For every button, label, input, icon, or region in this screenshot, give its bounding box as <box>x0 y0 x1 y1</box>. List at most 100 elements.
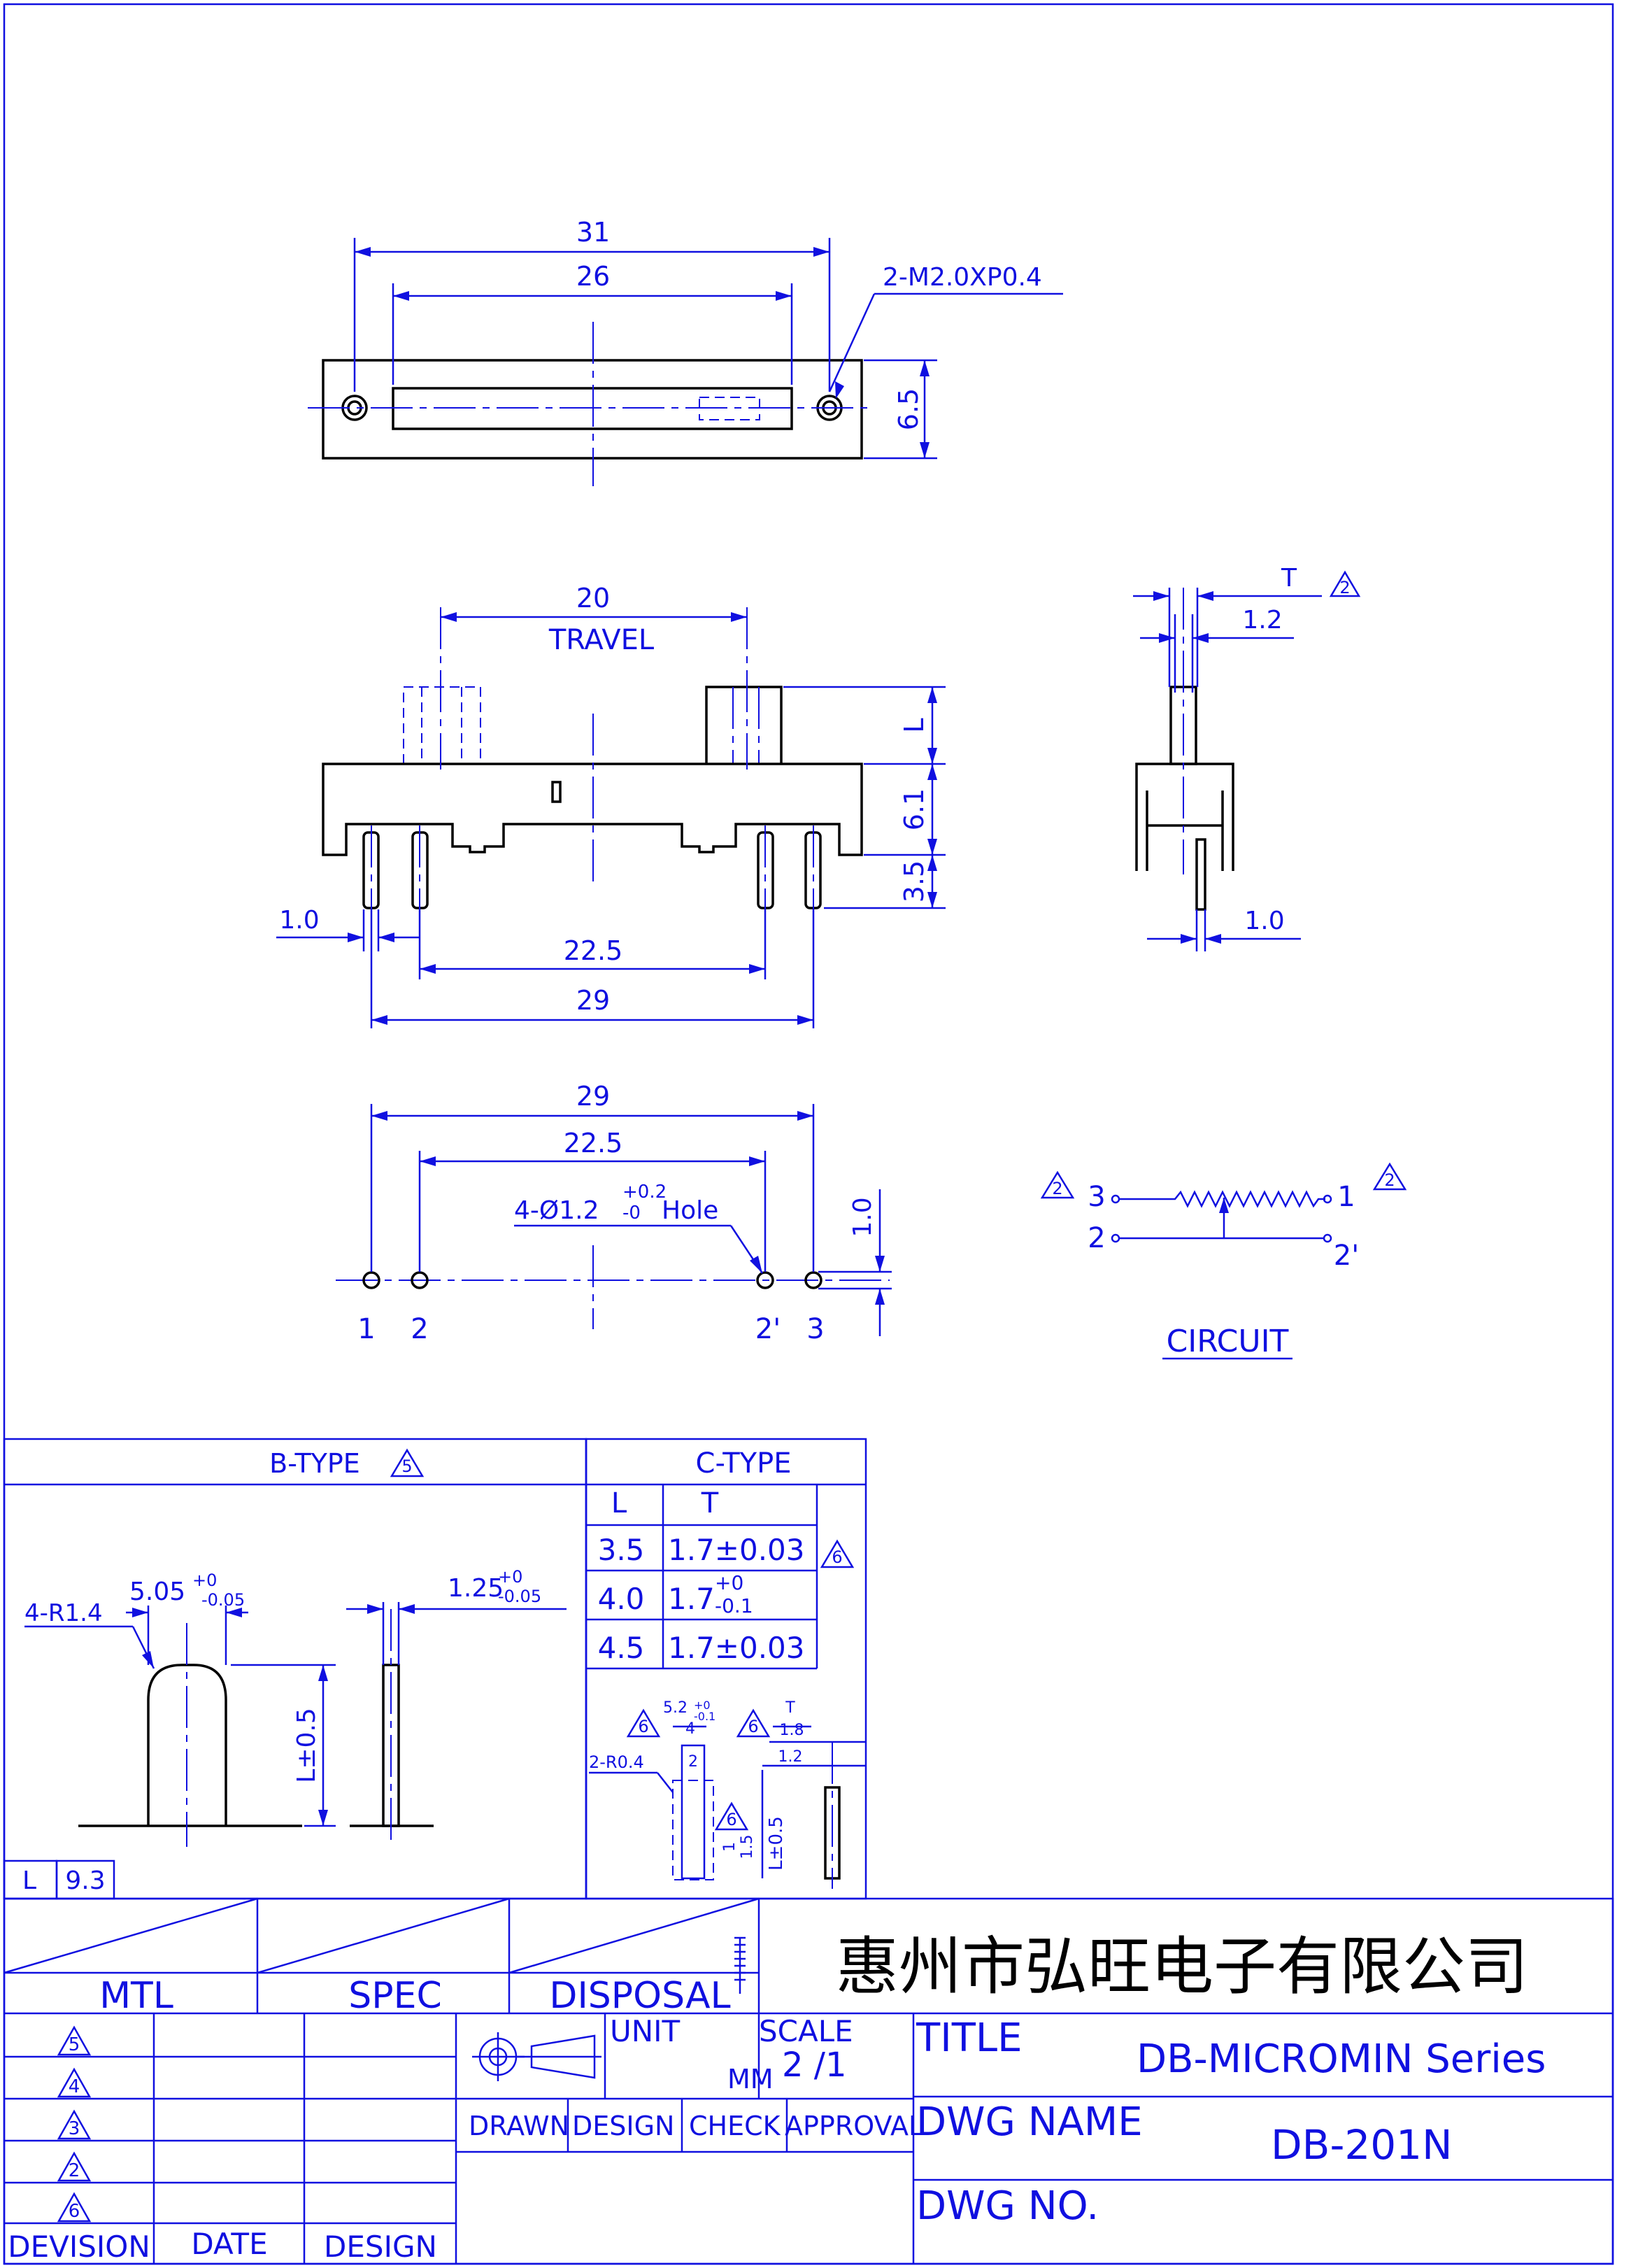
svg-text:2: 2 <box>69 2160 80 2181</box>
svg-text:6: 6 <box>748 1717 758 1736</box>
hole-1 <box>362 1271 380 1289</box>
resistor-track <box>1119 1190 1325 1208</box>
projection-symbol <box>472 2032 601 2081</box>
hole-label-1: 1 <box>357 1313 375 1345</box>
terminal-3: 3 <box>1088 1181 1105 1213</box>
tb-drawn: DRAWN <box>469 2111 569 2141</box>
screw-note: 2-M2.0XP0.4 <box>883 263 1042 292</box>
c-dim-1: 1 <box>721 1842 739 1852</box>
top-view: 31 26 6.5 2-M2.0XP0.4 <box>308 217 1063 486</box>
company-name: 惠州市弘旺电子有限公司 <box>836 1930 1528 2004</box>
svg-text:2: 2 <box>1339 578 1350 597</box>
tb-design: DESIGN <box>572 2111 674 2141</box>
rev-triangle-circuit-left <box>1040 1170 1075 1199</box>
hole-label-2: 2 <box>411 1313 428 1345</box>
knob-end <box>705 686 783 764</box>
tb-spec: SPEC <box>348 1975 442 2017</box>
rev-row-4 <box>57 2067 92 2098</box>
tb-unit-value: MM <box>727 2064 774 2095</box>
c-row-2-lower: -0.1 <box>715 1594 753 1617</box>
b-type-shaft <box>147 1664 227 1826</box>
c-t-label: T <box>785 1699 795 1717</box>
tb-mtl: MTL <box>99 1975 173 2017</box>
front-view: 20 TRAVEL L 6.1 3.5 1.0 22.5 <box>276 583 946 1028</box>
c-row-2-T: 1.7 <box>668 1582 715 1616</box>
c-w-lower: 4 <box>685 1720 695 1738</box>
front-body-outline <box>322 763 863 856</box>
tb-dwg-name-value: DB-201N <box>1271 2121 1452 2169</box>
tb-approval: APPROVAL <box>785 2111 923 2141</box>
hole-label-3: 3 <box>806 1313 824 1345</box>
c-col-T: T <box>701 1487 719 1519</box>
c-row-2-upper: +0 <box>715 1571 743 1594</box>
dim-hole-22-5: 22.5 <box>564 1128 623 1158</box>
svg-text:6: 6 <box>69 2201 80 2222</box>
b-width-main: 5.05 <box>129 1578 185 1606</box>
drawing-frame <box>3 3 1614 2265</box>
svg-text:3: 3 <box>69 2118 80 2139</box>
tb-dwg-no-label: DWG NO. <box>916 2183 1099 2229</box>
c-t-12: 1.2 <box>778 1748 803 1766</box>
rev-row-6 <box>57 2192 92 2223</box>
title-block: MTL SPEC DISPOSAL 惠州市弘旺电子有限公司 5 4 3 2 <box>3 1897 1614 2265</box>
svg-text:2: 2 <box>1384 1170 1395 1190</box>
c-w-tol-lower: -0.1 <box>694 1710 715 1723</box>
type-tables: B-TYPE 5 C-TYPE 5.05 +0 -0.05 4-R1.4 1.2… <box>3 1438 867 1900</box>
svg-text:5: 5 <box>69 2034 80 2055</box>
knob-start-hidden <box>403 686 481 765</box>
b-width-lower: -0.05 <box>201 1590 245 1610</box>
svg-text:6: 6 <box>832 1547 842 1567</box>
rev-triangle-c-row <box>820 1539 855 1568</box>
side-view: T 2 1.2 1.0 <box>1133 564 1361 951</box>
c-row-2-L: 4.0 <box>598 1582 645 1616</box>
c-dim-2: 2 <box>688 1753 698 1771</box>
dim-6-1: 6.1 <box>899 788 930 830</box>
rev-triangle-c-b <box>736 1708 771 1738</box>
c-row-1-L: 3.5 <box>598 1533 645 1567</box>
rev-triangle-T <box>1329 570 1361 597</box>
rev-triangle-b-type <box>390 1448 425 1477</box>
tb-col-division: DEVISION <box>8 2230 150 2264</box>
b-width-upper: +0 <box>192 1571 217 1590</box>
hole-2 <box>411 1271 429 1289</box>
dim-1-2: 1.2 <box>1242 606 1282 635</box>
c-t-value: 1.8 <box>780 1722 804 1739</box>
svg-text:6: 6 <box>638 1717 648 1736</box>
tb-col-date: DATE <box>191 2227 267 2261</box>
c-detail-front <box>672 1780 714 1880</box>
svg-text:5: 5 <box>401 1457 412 1476</box>
circuit-title: CIRCUIT <box>1167 1324 1289 1359</box>
dim-T: T <box>1281 564 1297 593</box>
terminal-2p: 2' <box>1334 1240 1359 1272</box>
svg-text:2: 2 <box>1052 1179 1062 1198</box>
c-w-tol-upper: +0 <box>694 1699 711 1712</box>
rev-row-3 <box>57 2109 92 2140</box>
dim-travel: 20 <box>576 583 610 614</box>
c-row-3-T: 1.7±0.03 <box>668 1631 805 1665</box>
tb-dwg-name-label: DWG NAME <box>916 2099 1143 2145</box>
dim-pin-1-0: 1.0 <box>279 906 319 935</box>
tb-title-value: DB-MICROMIN Series <box>1137 2036 1546 2082</box>
b-length-tol: L±0.5 <box>292 1708 321 1782</box>
dim-3-5: 3.5 <box>899 860 930 902</box>
dim-22-5: 22.5 <box>564 935 623 966</box>
tb-check: CHECK <box>689 2111 781 2141</box>
c-len-tol: L±0.5 <box>766 1816 787 1871</box>
dim-26: 26 <box>576 261 610 292</box>
dim-hole-29: 29 <box>576 1081 610 1112</box>
travel-label: TRAVEL <box>548 624 655 656</box>
c-type-header: C-TYPE <box>696 1447 792 1480</box>
hole-label-2p: 2' <box>755 1313 781 1345</box>
svg-text:6: 6 <box>726 1810 736 1829</box>
b-type-header: B-TYPE <box>269 1448 360 1479</box>
tb-scale-value: 2 /1 <box>782 2046 847 2085</box>
dim-31: 31 <box>576 217 610 248</box>
tb-title-label: TITLE <box>916 2015 1023 2061</box>
c-radius: 2-R0.4 <box>589 1752 644 1772</box>
dim-L: L <box>899 718 930 732</box>
c-row-1-T: 1.7±0.03 <box>668 1533 805 1567</box>
dim-side-1-0: 1.0 <box>1244 907 1284 935</box>
rev-row-2 <box>57 2151 92 2182</box>
hole-2p <box>756 1271 774 1289</box>
